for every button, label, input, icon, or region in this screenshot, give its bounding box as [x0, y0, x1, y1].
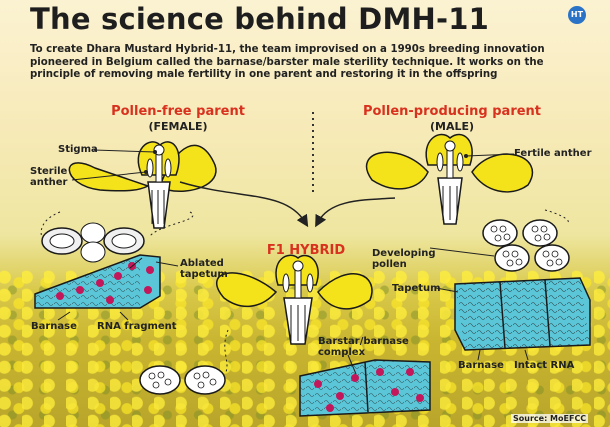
label-rna-fragment: RNA fragment	[97, 321, 177, 332]
label-ablated-tapetum: Ablated tapetum	[180, 258, 250, 280]
source-credit: Source: MoEFCC	[511, 414, 588, 423]
male-tapetum-icon	[455, 278, 590, 350]
label-developing-pollen: Developing pollen	[372, 248, 432, 270]
label-barstar-barnase-complex: Barstar/barnase complex	[318, 336, 408, 358]
label-tapetum: Tapetum	[392, 283, 441, 294]
hybrid-heading: F1 HYBRID	[256, 243, 356, 258]
female-tapetum-icon	[35, 255, 160, 308]
label-sterile-anther: Sterile anther	[30, 166, 82, 188]
label-stigma: Stigma	[58, 144, 98, 155]
hybrid-anther-section-icon	[140, 366, 225, 394]
male-anther-section-icon	[483, 220, 569, 271]
hybrid-tapetum-icon	[300, 360, 430, 416]
label-female-barnase: Barnase	[31, 321, 77, 332]
label-intact-rna: Intact RNA	[514, 360, 574, 371]
male-flower-icon	[367, 134, 533, 224]
female-anther-section-icon	[42, 223, 144, 262]
label-male-barnase: Barnase	[458, 360, 504, 371]
label-fertile-anther: Fertile anther	[514, 148, 592, 159]
